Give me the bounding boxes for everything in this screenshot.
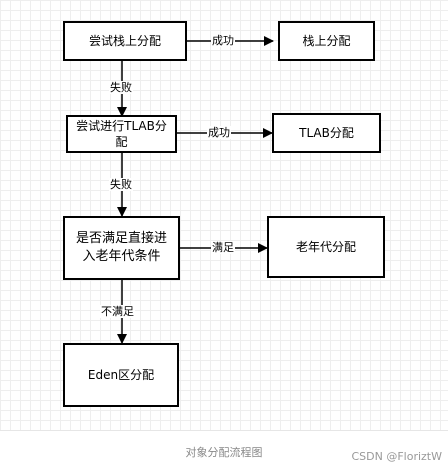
node-old-alloc: 老年代分配 (267, 216, 385, 278)
edge-label-success-2: 成功 (207, 126, 231, 139)
diagram-canvas: 尝试栈上分配 栈上分配 尝试进行TLAB分配 TLAB分配 是否满足直接进入老年… (0, 0, 448, 431)
edge-label-not-satisfy: 不满足 (100, 305, 135, 318)
node-old-check: 是否满足直接进入老年代条件 (63, 216, 180, 280)
edge-label-fail-2: 失败 (109, 178, 133, 191)
edge-label-satisfy: 满足 (211, 241, 235, 254)
figure-caption: 对象分配流程图 (185, 446, 263, 459)
edge-label-success-1: 成功 (211, 34, 235, 47)
node-stack-alloc: 栈上分配 (278, 21, 375, 61)
csdn-watermark: CSDN @FloriztW (351, 450, 442, 463)
node-stack-try: 尝试栈上分配 (63, 21, 187, 61)
node-eden-alloc: Eden区分配 (63, 343, 179, 407)
node-tlab-alloc: TLAB分配 (272, 113, 381, 153)
node-tlab-try: 尝试进行TLAB分配 (66, 115, 177, 153)
edge-label-fail-1: 失败 (109, 81, 133, 94)
